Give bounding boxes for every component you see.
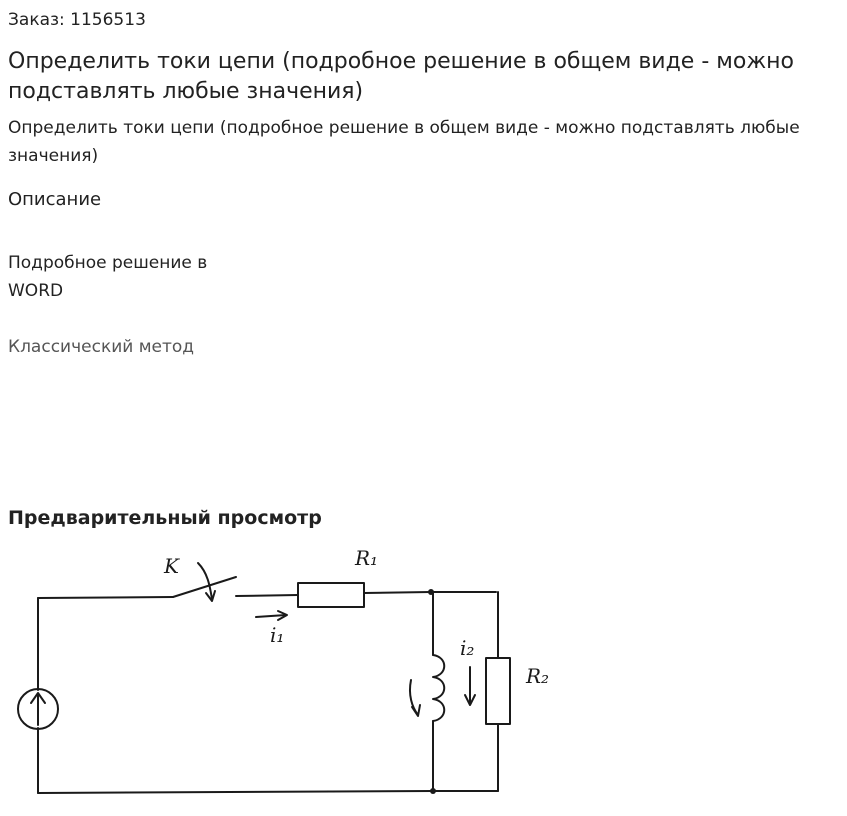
i1-arrow-stem	[255, 614, 287, 618]
inductor-arrow-head	[411, 704, 421, 717]
resistor-r2	[485, 657, 511, 725]
page-title: Определить токи цепи (подробное решение …	[8, 49, 794, 104]
circuit-diagram: K R₁ R₂ i₁ i₂ L	[17, 546, 549, 794]
r2-label: R₂	[525, 664, 549, 688]
switch-arrow-head	[205, 590, 216, 602]
i1-label: i₁	[270, 623, 284, 647]
i2-label: i₂	[460, 636, 474, 660]
inductor-coil	[432, 654, 446, 722]
switch-arrow	[197, 562, 213, 600]
description-body: Подробное решение в WORD	[8, 253, 208, 301]
order-number: Заказ: 1156513	[8, 10, 146, 30]
i2-arrow-head	[464, 694, 476, 706]
preview-heading: Предварительный просмотр	[8, 507, 322, 529]
description-heading: Описание	[8, 189, 102, 210]
wire-top-left	[37, 596, 174, 599]
current-source	[17, 688, 59, 730]
switch-label: K	[163, 554, 180, 578]
node-bottom	[430, 788, 436, 794]
wire-switch-r1	[235, 594, 299, 597]
resistor-r1	[297, 582, 365, 608]
i1-arrow-head	[277, 610, 288, 621]
node-top	[428, 589, 434, 595]
description-method: Классический метод	[8, 337, 195, 357]
source-arrow-head	[30, 692, 46, 704]
circuit-preview-image: K R₁ R₂ i₁ i₂ L	[8, 535, 568, 805]
r1-label: R₁	[354, 546, 378, 570]
switch-blade	[172, 576, 237, 598]
lead-text: Определить токи цепи (подробное решение …	[8, 118, 800, 166]
wire-bottom	[37, 790, 499, 794]
